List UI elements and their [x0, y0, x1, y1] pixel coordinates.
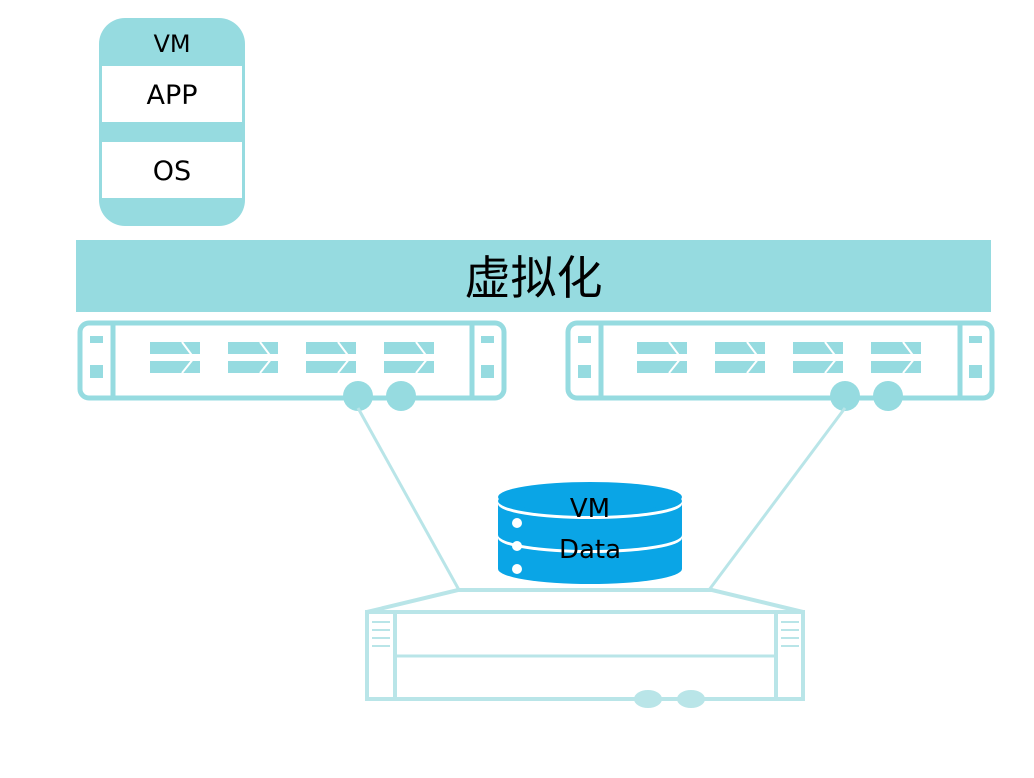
vm-os-label: OS	[152, 156, 192, 187]
port-right-1	[830, 381, 860, 411]
cable-right	[707, 407, 847, 591]
vm-app-layer	[102, 66, 242, 122]
port-left-1	[343, 381, 373, 411]
cable-left	[356, 407, 461, 591]
server-right	[565, 320, 995, 411]
port-left-2	[386, 381, 416, 411]
server-left	[77, 320, 507, 411]
virtualization-bar	[76, 240, 991, 312]
vm-card-title: VM	[153, 30, 191, 58]
drive-bays-right	[637, 341, 921, 374]
storage-array	[365, 588, 805, 708]
virtualization-label: 虚拟化	[464, 251, 603, 305]
vm-data-database-icon	[498, 482, 682, 584]
vm-card	[99, 18, 245, 226]
vm-os-layer	[102, 142, 242, 198]
drive-bays-left	[150, 341, 434, 374]
vm-data-label-line1: VM	[569, 494, 611, 524]
vm-data-label-line2: Data	[558, 535, 622, 565]
vm-app-label: APP	[146, 80, 198, 111]
port-right-2	[873, 381, 903, 411]
